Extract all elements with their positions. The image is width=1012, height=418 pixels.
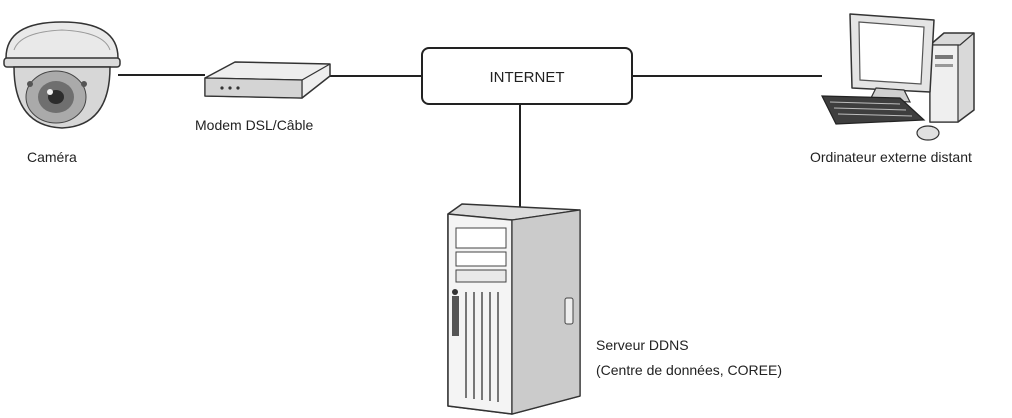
internet-label: INTERNET: [490, 69, 565, 86]
internet-box: [421, 47, 633, 105]
desktop-computer-icon: [821, 13, 975, 141]
computer-label: Ordinateur externe distant: [810, 149, 972, 165]
dome-camera-icon: [3, 21, 121, 129]
modem-icon: [204, 61, 331, 99]
tower-server-icon: [447, 203, 581, 415]
connection-lines: [118, 74, 822, 210]
server-location-label: (Centre de données, COREE): [596, 362, 782, 378]
server-label: Serveur DDNS: [596, 337, 689, 353]
modem-label: Modem DSL/Câble: [195, 117, 313, 133]
camera-label: Caméra: [27, 149, 77, 165]
